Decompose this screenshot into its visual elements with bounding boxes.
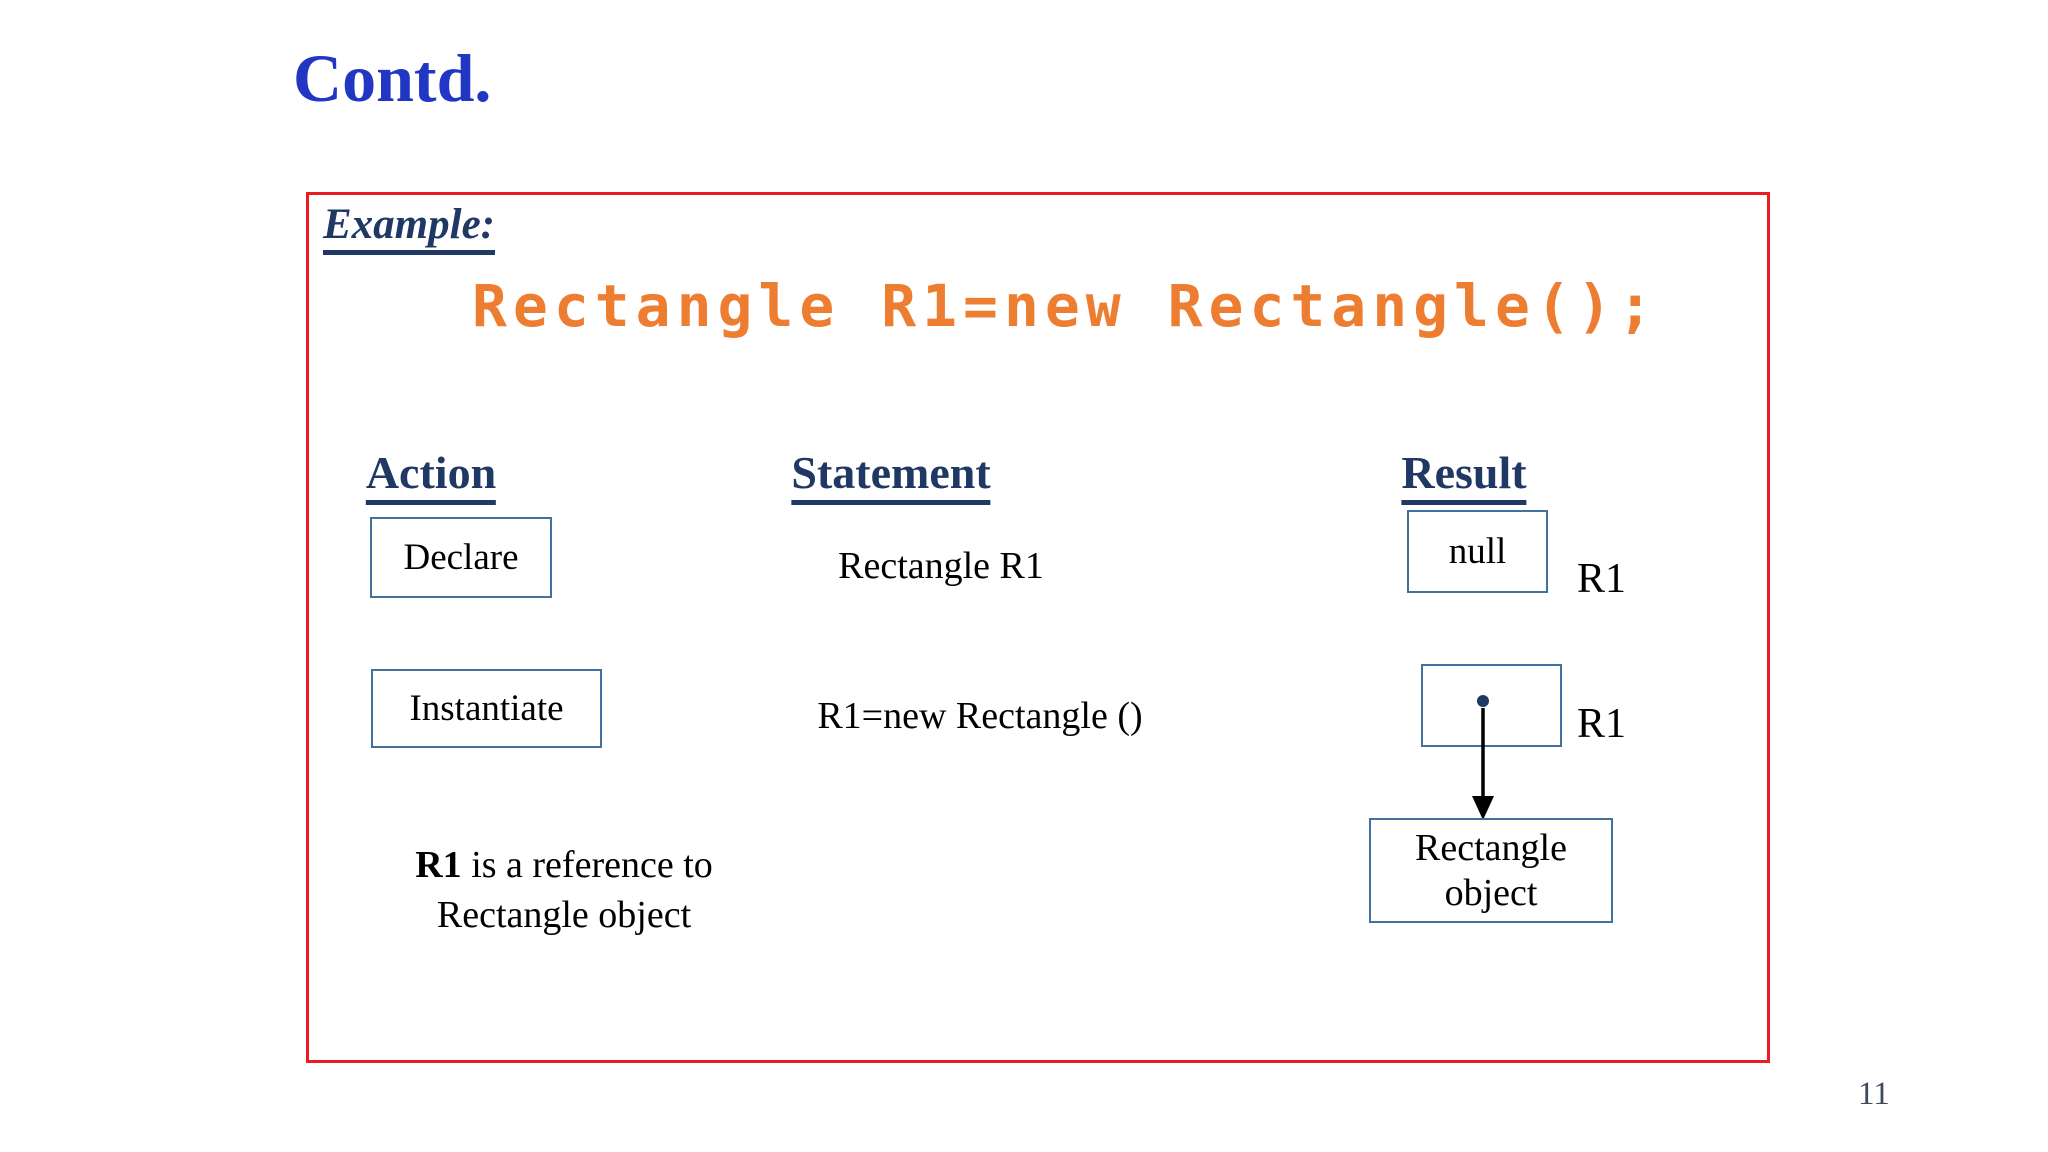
reference-caption: R1 is a reference to Rectangle object [415, 840, 713, 940]
rectangle-object-box: Rectangle object [1369, 818, 1613, 923]
slide-title: Contd. [293, 40, 492, 116]
code-statement: Rectangle R1=new Rectangle(); [472, 272, 1659, 340]
r1-label-instantiate: R1 [1577, 701, 1627, 747]
declare-statement-text: Rectangle R1 [838, 545, 1044, 587]
null-result-value: null [1448, 531, 1507, 572]
example-label: Example: [323, 200, 495, 256]
reference-caption-line2: Rectangle object [436, 894, 692, 936]
declare-action-label: Declare [403, 537, 519, 578]
reference-arrow [1472, 708, 1494, 820]
reference-result-box [1421, 664, 1562, 747]
reference-caption-r1: R1 [415, 844, 462, 886]
example-frame: Example: Rectangle R1=new Rectangle(); A… [306, 192, 1770, 1063]
reference-caption-rest: is a reference to [471, 844, 713, 886]
reference-dot [1477, 695, 1489, 707]
rectangle-object-line1: Rectangle [1415, 826, 1567, 869]
null-result-box: null [1407, 510, 1548, 593]
column-header-result: Result [1401, 447, 1527, 505]
instantiate-action-box: Instantiate [371, 669, 602, 748]
column-header-statement: Statement [791, 447, 991, 505]
instantiate-statement-text: R1=new Rectangle () [817, 695, 1143, 737]
page-number: 11 [1858, 1076, 1890, 1112]
r1-label-declare: R1 [1577, 556, 1627, 602]
instantiate-action-label: Instantiate [409, 688, 564, 729]
reference-caption-line1: R1 is a reference to [415, 840, 713, 890]
column-header-action: Action [365, 447, 497, 505]
declare-action-box: Declare [370, 517, 552, 598]
rectangle-object-line2: object [1444, 871, 1538, 914]
